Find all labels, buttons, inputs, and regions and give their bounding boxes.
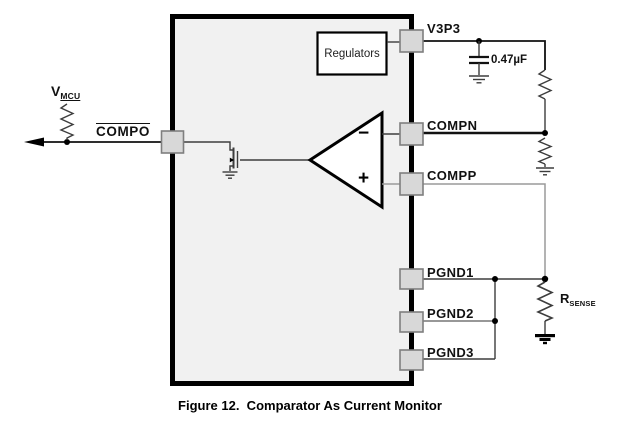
nmos-transistor	[184, 141, 310, 179]
noninverting-sign: +	[358, 168, 370, 189]
pgnd2-label: PGND2	[427, 306, 474, 321]
wire-source	[229, 165, 234, 171]
pgnd3-label: PGND3	[427, 345, 474, 360]
rsense-label: RSENSE	[560, 291, 596, 308]
pin-compp	[399, 172, 424, 196]
wire-drain	[184, 141, 234, 151]
figure-caption: Figure 12. Comparator As Current Monitor	[178, 398, 442, 413]
junction-dot	[492, 276, 498, 282]
pin-v3p3	[399, 29, 424, 53]
divider-resistor-top	[537, 69, 553, 100]
arrow-left-icon	[24, 137, 44, 147]
pin-compo	[160, 130, 185, 154]
compp-label: COMPP	[427, 168, 477, 183]
pin-pgnd3	[399, 349, 424, 371]
v3p3-net	[423, 38, 553, 133]
compn-net	[423, 130, 554, 176]
divider-resistor-bottom	[537, 137, 553, 165]
pin-pgnd1	[399, 268, 424, 290]
pin-pgnd2	[399, 311, 424, 333]
inverting-sign: −	[358, 123, 370, 144]
bypass-cap-value: 0.47µF	[491, 54, 528, 66]
junction-dot	[542, 130, 548, 136]
junction-dot	[64, 139, 70, 145]
chassis-ground-icon	[535, 334, 555, 345]
junction-dot	[541, 275, 549, 283]
sense-resistor	[536, 281, 555, 322]
pgnd-net	[423, 275, 549, 360]
vmcu-label: VMCU	[51, 83, 81, 101]
regulators-box	[316, 31, 388, 76]
vmcu-pullup-resistor	[59, 103, 75, 140]
mosfet-arrow-icon	[229, 157, 234, 163]
pgnd1-label: PGND1	[427, 265, 474, 280]
ground-icon	[536, 167, 554, 176]
compn-label: COMPN	[427, 118, 478, 133]
compo-label: COMPO	[96, 124, 151, 139]
pin-compn	[399, 122, 424, 146]
wire-v3p3	[423, 40, 546, 70]
bypass-capacitor	[469, 41, 489, 75]
compo-net	[24, 103, 161, 147]
comparator-triangle	[307, 110, 384, 210]
ground-icon	[222, 171, 238, 179]
regulators-label: Regulators	[324, 47, 380, 60]
v3p3-label: V3P3	[427, 21, 461, 36]
junction-dot	[492, 318, 498, 324]
sense-resistor-net	[535, 281, 555, 345]
wire-compp	[423, 183, 546, 279]
ground-icon	[469, 75, 489, 84]
